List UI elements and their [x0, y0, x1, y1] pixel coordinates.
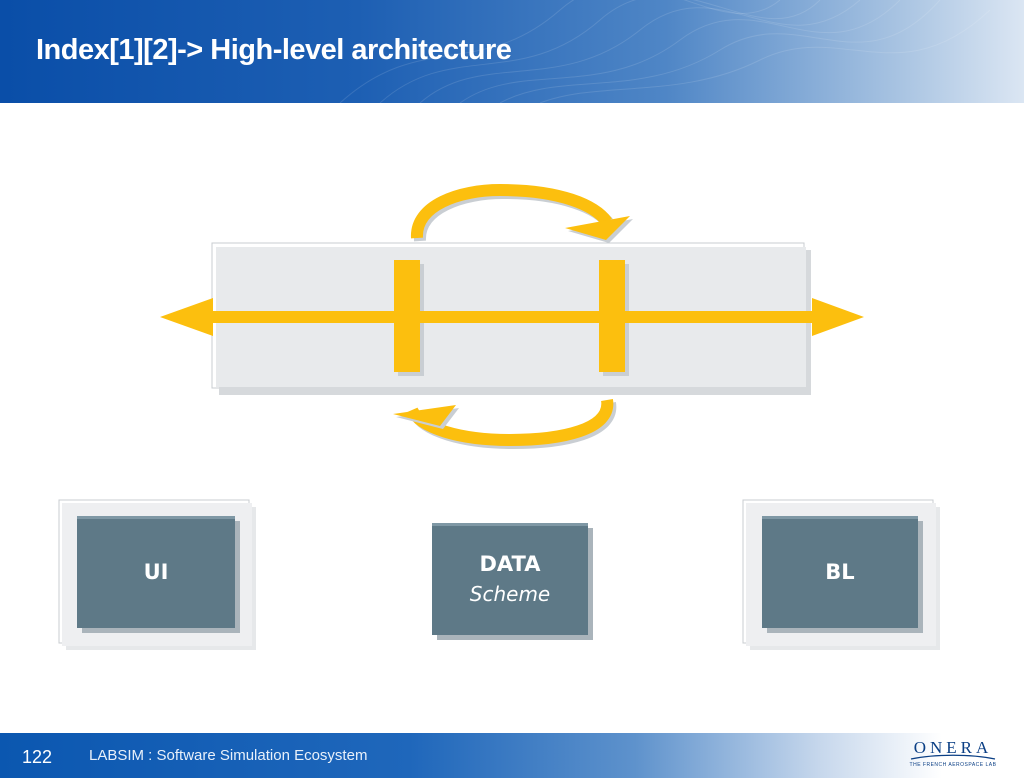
footer-text: LABSIM : Software Simulation Ecosystem [89, 747, 368, 764]
slide-footer [0, 733, 1024, 778]
bl-box [742, 499, 940, 650]
logo-swoosh-icon [910, 754, 996, 760]
onera-logo: ONERA THE FRENCH AEROSPACE LAB [905, 738, 1001, 772]
bl-box-label: BL [825, 560, 855, 584]
header-wave-pattern [339, 0, 991, 103]
architecture-diagram [58, 183, 940, 650]
bottom-cycle-arrow [393, 399, 617, 450]
ui-box [58, 499, 256, 650]
logo-wordmark: ONERA [913, 738, 993, 757]
data-box-sublabel: Scheme [469, 582, 551, 606]
horizontal-double-arrow [160, 298, 864, 336]
top-cycle-arrow [411, 183, 633, 243]
data-box-label: DATA [479, 552, 541, 576]
slide-header [0, 0, 1024, 103]
logo-tagline: THE FRENCH AEROSPACE LAB [909, 762, 997, 768]
data-box [432, 523, 593, 640]
page-number: 122 [22, 747, 53, 767]
ui-box-label: UI [143, 560, 169, 584]
slide-title: Index[1][2]-> High-level architecture [36, 34, 512, 66]
